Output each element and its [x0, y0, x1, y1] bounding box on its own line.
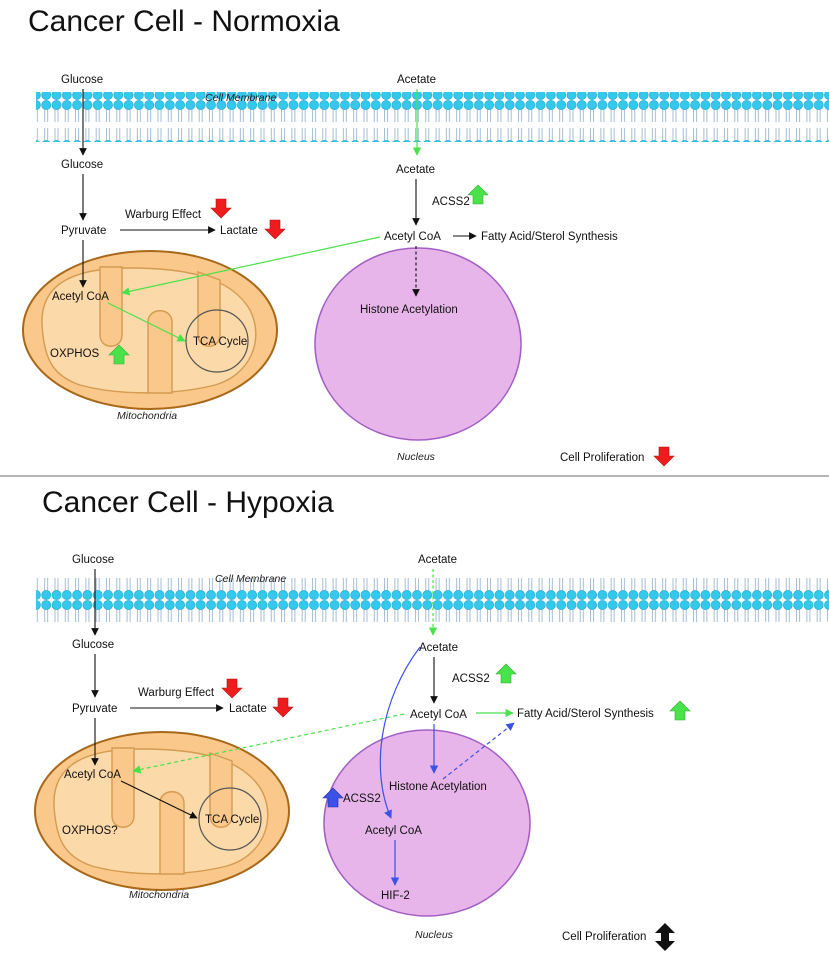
lactate-label: Lactate — [220, 225, 258, 237]
histone-to-fas-arrow — [442, 722, 515, 780]
acetate-to-nuclear-acetylcoa-arrow — [379, 646, 421, 819]
cell-membrane-label-normoxia: Cell Membrane — [205, 92, 276, 104]
hypoxia-panel: Cancer Cell - Hypoxia Cell Membrane Gluc… — [34, 486, 829, 951]
acetyl-coa-mito-label-h: Acetyl CoA — [64, 769, 121, 781]
oxphos-label: OXPHOS — [50, 348, 100, 360]
warburg-down-icon — [210, 198, 232, 219]
nucleus-normoxia — [314, 247, 522, 441]
pyruvate-label-h: Pyruvate — [72, 703, 117, 715]
nucleus-hypoxia — [323, 729, 531, 917]
fatty-acid-synthesis-label: Fatty Acid/Sterol Synthesis — [481, 231, 618, 243]
warburg-effect-label: Warburg Effect — [125, 209, 202, 221]
warburg-effect-label-h: Warburg Effect — [138, 687, 215, 699]
lactate-down-icon-h — [272, 697, 294, 718]
acetate-inside-label-h: Acetate — [419, 642, 458, 654]
cell-membrane-label-hypoxia: Cell Membrane — [215, 573, 286, 585]
acetylcoa-to-mito-arrow — [121, 236, 381, 296]
glucose-outside-label-h: Glucose — [72, 554, 114, 566]
mitochondria-label-h: Mitochondria — [129, 889, 189, 901]
glucose-inside-label-h: Glucose — [72, 639, 114, 651]
acss2-label: ACSS2 — [432, 196, 470, 208]
tca-cycle-circle — [185, 309, 249, 373]
hypoxia-title: Cancer Cell - Hypoxia — [42, 486, 334, 519]
histone-acetylation-label-h: Histone Acetylation — [389, 781, 487, 793]
histone-acetylation-label: Histone Acetylation — [360, 304, 458, 316]
lactate-down-icon — [264, 219, 286, 240]
acetyl-coa-mito-label: Acetyl CoA — [52, 291, 109, 303]
lactate-label-h: Lactate — [229, 703, 267, 715]
acetyl-coa-to-tca-arrow-h — [120, 780, 198, 819]
acetate-outside-label-h: Acetate — [418, 554, 457, 566]
proliferation-updown-icon — [655, 923, 675, 951]
normoxia-panel: Cancer Cell - Normoxia Cell Membrane Glu… — [22, 5, 829, 467]
acss2-up-icon — [467, 184, 489, 205]
acss2-up-icon-h — [495, 663, 517, 684]
acss2-nuclear-label: ACSS2 — [343, 793, 381, 805]
glucose-outside-label: Glucose — [61, 74, 103, 86]
nucleus-label-h: Nucleus — [415, 929, 454, 941]
nucleus-label: Nucleus — [397, 451, 436, 463]
hif2-label: HIF-2 — [381, 890, 410, 902]
warburg-down-icon-h — [221, 678, 243, 699]
acetyl-coa-cytosol-label: Acetyl CoA — [384, 231, 441, 243]
oxphos-label-h: OXPHOS? — [62, 825, 118, 837]
acetate-outside-label: Acetate — [397, 74, 436, 86]
mitochondria-hypoxia — [34, 731, 290, 891]
acetate-inside-label: Acetate — [396, 164, 435, 176]
cell-proliferation-label: Cell Proliferation — [560, 452, 644, 464]
glucose-inside-label: Glucose — [61, 159, 103, 171]
pyruvate-label: Pyruvate — [61, 225, 106, 237]
acetyl-coa-to-tca-arrow — [107, 302, 186, 342]
acss2-label-h: ACSS2 — [452, 673, 490, 685]
cell-membrane-normoxia — [36, 92, 829, 142]
mitochondria-normoxia — [22, 250, 278, 410]
tca-cycle-circle-h — [198, 787, 262, 851]
fas-up-icon-h — [669, 700, 691, 721]
normoxia-title: Cancer Cell - Normoxia — [28, 5, 340, 38]
tca-cycle-label: TCA Cycle — [193, 336, 247, 348]
mitochondria-label: Mitochondria — [117, 410, 177, 422]
cell-proliferation-label-h: Cell Proliferation — [562, 931, 646, 943]
fatty-acid-synthesis-label-h: Fatty Acid/Sterol Synthesis — [517, 708, 654, 720]
acetyl-coa-cytosol-label-h: Acetyl CoA — [410, 709, 467, 721]
tca-cycle-label-h: TCA Cycle — [205, 814, 259, 826]
proliferation-down-icon — [653, 446, 675, 467]
acetyl-coa-nuclear-label: Acetyl CoA — [365, 825, 422, 837]
